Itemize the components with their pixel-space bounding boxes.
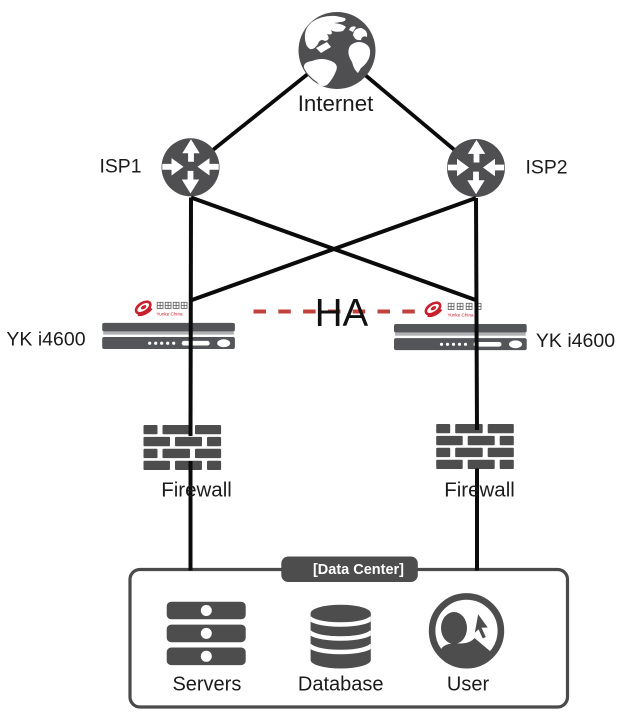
svg-text:User: User <box>447 674 490 696</box>
svg-text:Yunke China: Yunke China <box>448 312 474 317</box>
svg-text:YK i4600: YK i4600 <box>536 330 615 352</box>
svg-text:Yunke China: Yunke China <box>157 311 183 316</box>
svg-text:Firewall: Firewall <box>161 479 232 502</box>
svg-text:ISP2: ISP2 <box>526 157 568 179</box>
svg-text:Servers: Servers <box>172 674 241 696</box>
svg-text:ISP1: ISP1 <box>99 156 141 178</box>
svg-text:Database: Database <box>298 674 384 696</box>
svg-text:Internet: Internet <box>298 91 374 116</box>
svg-text:HA: HA <box>315 292 369 335</box>
svg-text:Firewall: Firewall <box>444 479 515 502</box>
svg-text:YK i4600: YK i4600 <box>6 329 85 351</box>
svg-text:[Data Center]: [Data Center] <box>313 562 404 578</box>
